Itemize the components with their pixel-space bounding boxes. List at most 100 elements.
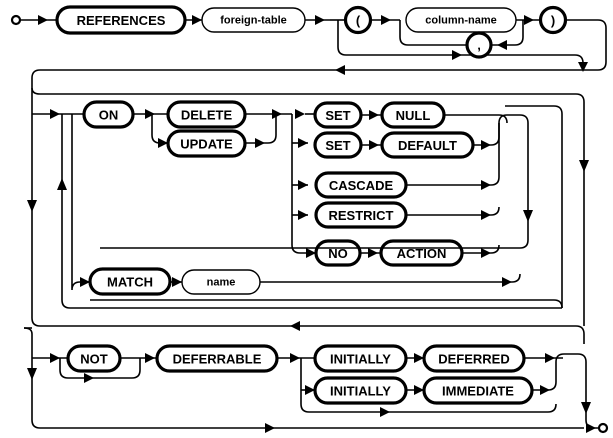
node-cascade-label: CASCADE [329,178,394,193]
rail-null-out [444,114,508,124]
arrow-icon [540,385,550,395]
arrow-icon [481,248,491,258]
node-references-label: REFERENCES [77,13,166,28]
node-initially1-label: INITIALLY [330,352,391,367]
arrow-icon [524,15,534,25]
row-on-match: ON DELETE UPDATE SET NULL [27,87,589,340]
arrow-icon [380,407,390,417]
node-deferred-label: DEFERRED [438,352,510,367]
rail-default-out [473,123,500,146]
arrow-icon [523,210,533,222]
rail-update-out [245,114,277,144]
arrow-icon [27,200,37,212]
rail-name-out [260,273,521,283]
rail-not-bypass [59,358,141,379]
arrow-icon [502,277,512,287]
arrow-icon [172,277,182,287]
node-name-label: name [207,277,236,289]
rail-on-match-repeat-outer [61,114,562,309]
arrow-icon [545,353,555,363]
node-comma-label: , [477,38,481,53]
node-default-label: DEFAULT [398,138,457,153]
arrow-icon [298,180,308,190]
arrow-icon [80,277,90,287]
arrow-icon [481,180,491,190]
arrow-icon [158,138,168,148]
node-rparen[interactable] [538,5,568,35]
node-rparen-label: ) [551,13,555,28]
node-delete-label: DELETE [181,108,233,123]
node-restrict-label: RESTRICT [329,208,394,223]
rail-outer-right-vert [575,93,585,326]
rail-actions-merge [100,114,529,249]
arrow-icon [581,402,591,414]
rail-cascade-out [406,123,500,186]
rail-group-merge [90,299,563,309]
arrow-icon [414,385,424,395]
rail-restrict-out [406,206,500,216]
rail-corner [23,327,33,335]
rail-deferrable-bypass [31,334,584,429]
rail-on-match-bypass [31,88,576,327]
node-match-label: MATCH [107,275,153,290]
node-lparen[interactable] [343,5,373,35]
arrow-icon [27,368,37,380]
node-deferrable-label: DEFERRABLE [173,352,262,367]
row-deferrable: NOT DEFERRABLE INITIALLY DEFERRED INITIA… [23,327,609,434]
node-lparen-label: ( [356,13,361,28]
node-update-label: UPDATE [180,137,233,152]
arrow-icon [315,15,325,25]
arrow-icon [84,373,94,383]
rail-to-update [151,114,168,144]
arrow-icon [586,423,596,433]
arrow-icon [481,210,491,220]
arrow-icon [38,15,48,25]
arrow-icon [57,178,67,190]
arrow-icon [381,15,391,25]
arrow-icon [368,248,378,258]
rail-action-out [462,244,500,254]
arrow-icon [306,248,316,258]
arrow-icon [290,321,300,331]
node-column-name-label: column-name [425,15,497,27]
arrow-icon [290,353,300,363]
rail-initially-bypass [300,358,557,413]
node-foreign-table-label: foreign-table [220,15,287,27]
node-set1-label: SET [325,108,350,123]
node-immediate-label: IMMEDIATE [442,384,514,399]
arrow-icon [414,353,424,363]
arrow-icon [145,109,155,119]
rail-comma-left [399,20,470,46]
node-action-label: ACTION [397,246,447,261]
node-null-label: NULL [396,108,431,123]
rail-row2-top [31,87,576,95]
arrow-icon [335,65,345,75]
arrow-icon [145,353,155,363]
arrow-icon [369,110,379,120]
arrow-icon [452,50,462,60]
arrow-icon [298,210,308,220]
arrow-icon [305,385,315,395]
rail-action-fanout [291,114,316,254]
rail-row2-to-row3 [575,325,585,340]
arrow-icon [579,160,589,172]
node-initially2-label: INITIALLY [330,384,391,399]
rail-comma-right [491,20,524,46]
arrow-icon [497,40,507,50]
arrow-icon [298,138,308,148]
rail-to-match [71,114,90,291]
node-not-label: NOT [80,352,108,367]
end-terminal-icon [597,422,609,434]
arrow-icon [50,353,60,363]
arrow-icon [265,423,275,433]
arrow-icon [578,62,588,72]
arrow-icon [369,140,379,150]
node-set2-label: SET [325,138,350,153]
node-on-label: ON [99,108,119,123]
arrow-icon [50,109,60,119]
arrow-icon [255,138,265,148]
row-references: REFERENCES foreign-table ( column-name , [10,5,607,88]
arrow-icon [295,109,305,119]
rail-group-top [505,105,563,115]
